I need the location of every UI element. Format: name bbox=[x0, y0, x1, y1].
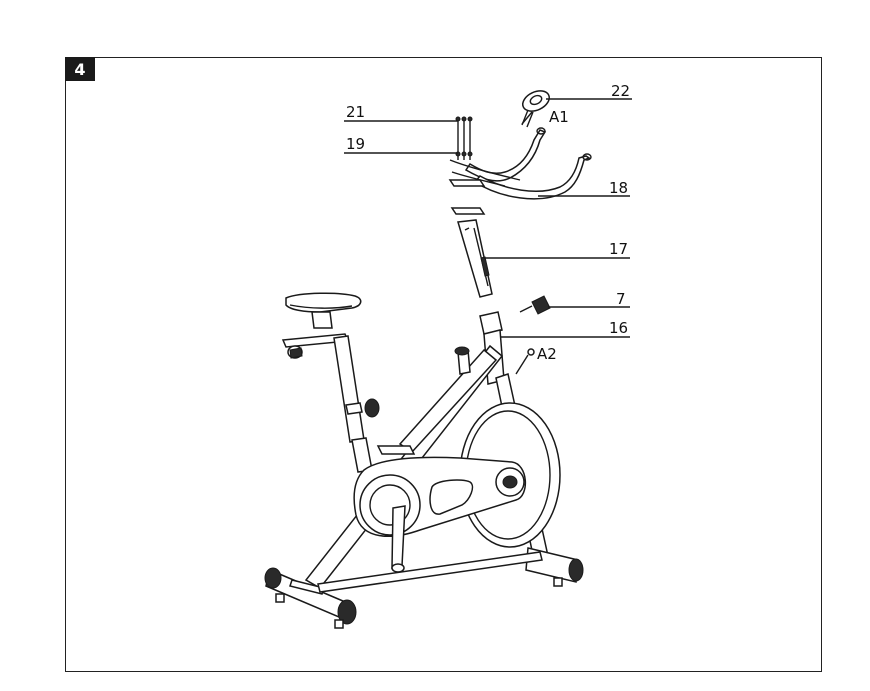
handlebar-post-part-17 bbox=[457, 219, 493, 298]
chain-guard bbox=[353, 456, 526, 573]
callout-18: 18 bbox=[609, 179, 628, 197]
spacer-plate bbox=[450, 207, 486, 215]
callout-19: 19 bbox=[346, 135, 365, 153]
tension-knob bbox=[454, 346, 471, 375]
callout-A1: A1 bbox=[549, 108, 569, 126]
callout-16: 16 bbox=[609, 319, 628, 337]
callout-A2: A2 bbox=[537, 345, 557, 363]
callout-7: 7 bbox=[616, 290, 626, 308]
step-number-badge: 4 bbox=[65, 57, 95, 81]
bolt-part-A2 bbox=[515, 348, 535, 375]
handlebar-assembly bbox=[448, 90, 592, 298]
diagram-frame bbox=[65, 57, 822, 672]
handlebar-part-18 bbox=[448, 127, 592, 200]
bike-frame bbox=[264, 295, 584, 629]
callout-labels: 22 A1 21 19 18 17 7 16 A2 bbox=[344, 82, 632, 363]
callout-21: 21 bbox=[346, 103, 365, 121]
callout-17: 17 bbox=[609, 240, 628, 258]
bolts-part-21 bbox=[455, 116, 473, 160]
base-bar bbox=[317, 551, 543, 593]
callout-22: 22 bbox=[611, 82, 630, 100]
bottle-holder bbox=[376, 445, 416, 455]
knob-part-7 bbox=[519, 295, 551, 315]
rear-stabilizer bbox=[264, 567, 357, 629]
seat-assembly bbox=[281, 292, 380, 443]
